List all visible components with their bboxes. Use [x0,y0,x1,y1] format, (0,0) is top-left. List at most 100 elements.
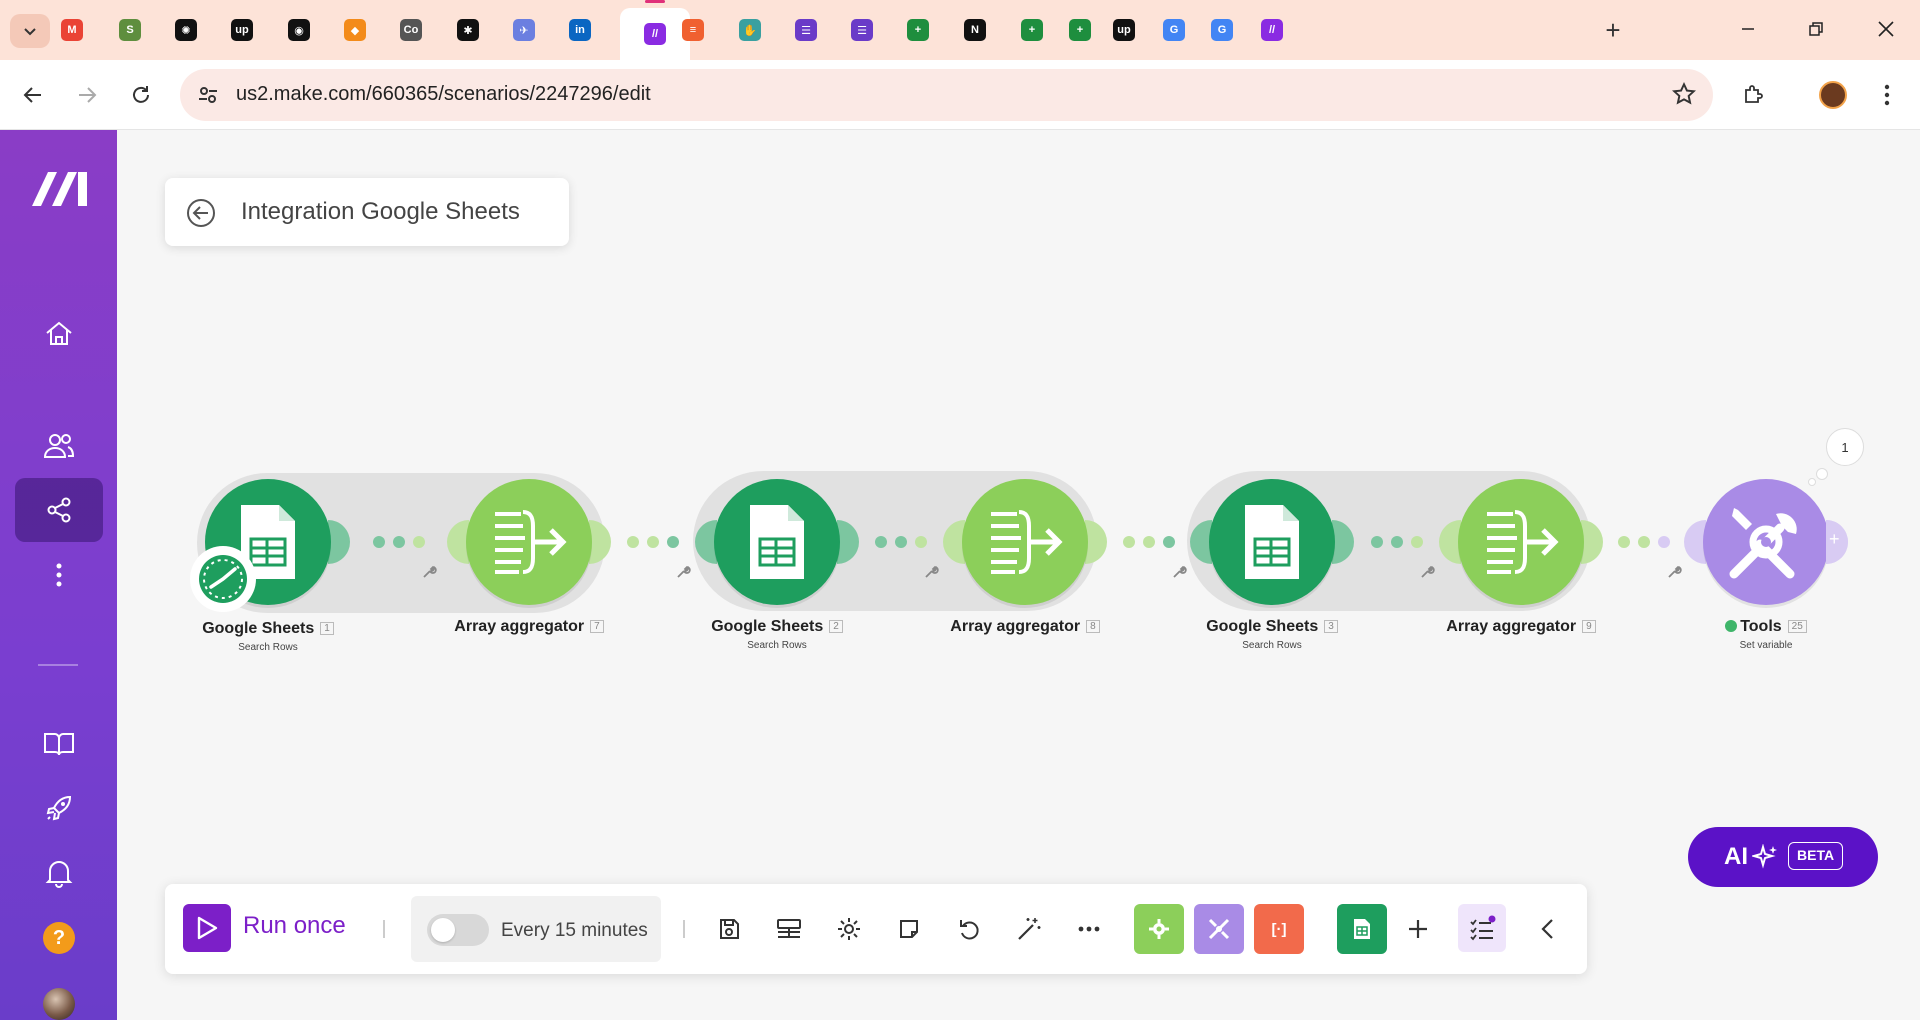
schedule-trigger-button[interactable] [190,546,256,612]
run-once-button[interactable] [183,904,231,952]
browser-tab[interactable]: up [1106,12,1142,48]
run-once-label[interactable]: Run once [243,912,346,939]
sidebar-item-home[interactable] [29,304,89,364]
module-input-handle[interactable] [1684,520,1706,564]
browser-tab[interactable]: + [1062,12,1098,48]
route-connector[interactable] [1370,536,1423,548]
browser-tab[interactable]: G [1156,12,1192,48]
sidebar-more-button[interactable] [29,545,89,605]
tab-search-button[interactable] [10,14,50,48]
module-sheets-2[interactable] [714,479,840,605]
browser-tab[interactable]: ◉ [281,12,317,48]
tools-button[interactable] [1194,904,1244,954]
restore-button[interactable] [1796,14,1836,44]
route-connector[interactable] [372,536,425,548]
site-settings-icon[interactable] [194,81,222,109]
browser-tab[interactable]: in [562,12,598,48]
extensions-button[interactable] [1736,78,1770,112]
undo-button[interactable] [948,908,990,950]
module-aggregator-9[interactable] [1458,479,1584,605]
reload-button[interactable] [124,78,158,112]
text-parser-button[interactable]: [·] [1254,904,1304,954]
auto-align-button[interactable] [768,908,810,950]
add-favorite-button[interactable] [1397,908,1439,950]
google-sheets-favorite-button[interactable] [1337,904,1387,954]
magic-wand-button[interactable] [1008,908,1050,950]
sidebar-item-help[interactable]: ? [29,908,89,968]
profile-button[interactable] [1816,78,1850,112]
explain-flow-button[interactable] [1458,904,1506,952]
browser-tab[interactable]: Co [393,12,429,48]
module-sheets-3[interactable] [1209,479,1335,605]
module-output-handle[interactable] [1085,520,1107,564]
add-module-handle[interactable]: + [1826,520,1848,564]
sidebar-item-docs[interactable] [29,714,89,774]
module-tools-25[interactable] [1703,479,1829,605]
bookmark-star-icon[interactable] [1671,81,1697,112]
notes-button[interactable] [888,908,930,950]
scheduling-toggle[interactable] [427,914,489,946]
operations-counter[interactable]: 1 [1826,428,1864,466]
module-output-handle[interactable] [837,520,859,564]
module-output-handle[interactable] [1581,520,1603,564]
browser-tab[interactable]: N [957,12,993,48]
browser-tab[interactable]: ✈ [506,12,542,48]
route-connector[interactable] [627,536,679,548]
sidebar-item-notifications[interactable] [29,843,89,903]
module-aggregator-7[interactable] [466,479,592,605]
browser-tab[interactable]: ✋ [732,12,768,48]
sidebar-item-account[interactable] [29,974,89,1020]
sidebar-item-whats-new[interactable] [29,778,89,838]
address-bar[interactable]: us2.make.com/660365/scenarios/2247296/ed… [180,69,1713,121]
minimize-button[interactable] [1728,14,1768,44]
browser-menu-button[interactable] [1870,78,1904,112]
ai-assistant-button[interactable]: AI BETA [1688,827,1878,887]
module-input-handle[interactable] [1439,520,1461,564]
more-options-button[interactable] [1068,908,1110,950]
module-input-handle[interactable] [695,520,717,564]
scenario-settings-button[interactable] [828,908,870,950]
filter-wrench-icon[interactable] [1419,564,1435,580]
filter-wrench-icon[interactable] [421,564,437,580]
browser-tab[interactable]: ≡ [675,12,711,48]
module-input-handle[interactable] [1190,520,1212,564]
forward-button[interactable] [70,78,104,112]
filter-wrench-icon[interactable] [1666,564,1682,580]
route-connector[interactable] [875,536,927,548]
filter-wrench-icon[interactable] [675,564,691,580]
module-input-handle[interactable] [943,520,965,564]
browser-tab[interactable]: ✱ [450,12,486,48]
browser-tab[interactable]: + [1014,12,1050,48]
route-connector[interactable] [1617,536,1670,548]
collapse-toolbar-button[interactable] [1527,908,1569,950]
module-aggregator-8[interactable] [962,479,1088,605]
browser-tab[interactable]: ☰ [844,12,880,48]
save-button[interactable] [708,908,750,950]
route-connector[interactable] [1122,536,1175,548]
filter-wrench-icon[interactable] [1171,564,1187,580]
sidebar-item-scenarios[interactable] [15,478,103,542]
browser-tab[interactable]: ✺ [168,12,204,48]
schedule-label[interactable]: Every 15 minutes [501,920,648,941]
module-output-handle[interactable] [328,520,350,564]
back-arrow-icon[interactable] [185,197,217,229]
browser-tab[interactable]: G [1204,12,1240,48]
flow-control-button[interactable] [1134,904,1184,954]
browser-tab[interactable]: + [900,12,936,48]
browser-tab[interactable]: S [112,12,148,48]
module-output-handle[interactable] [1332,520,1354,564]
close-window-button[interactable] [1866,14,1906,44]
browser-tab[interactable]: up [224,12,260,48]
browser-tab[interactable]: // [1254,12,1290,48]
browser-tab[interactable]: ☰ [788,12,824,48]
browser-tab[interactable]: ◆ [337,12,373,48]
filter-wrench-icon[interactable] [923,564,939,580]
module-output-handle[interactable] [589,520,611,564]
sidebar-item-team[interactable] [29,416,89,476]
make-logo-icon[interactable] [28,166,90,210]
browser-tab[interactable]: M [54,12,90,48]
back-button[interactable] [16,78,50,112]
module-input-handle[interactable] [447,520,469,564]
new-tab-button[interactable]: + [1595,12,1631,48]
